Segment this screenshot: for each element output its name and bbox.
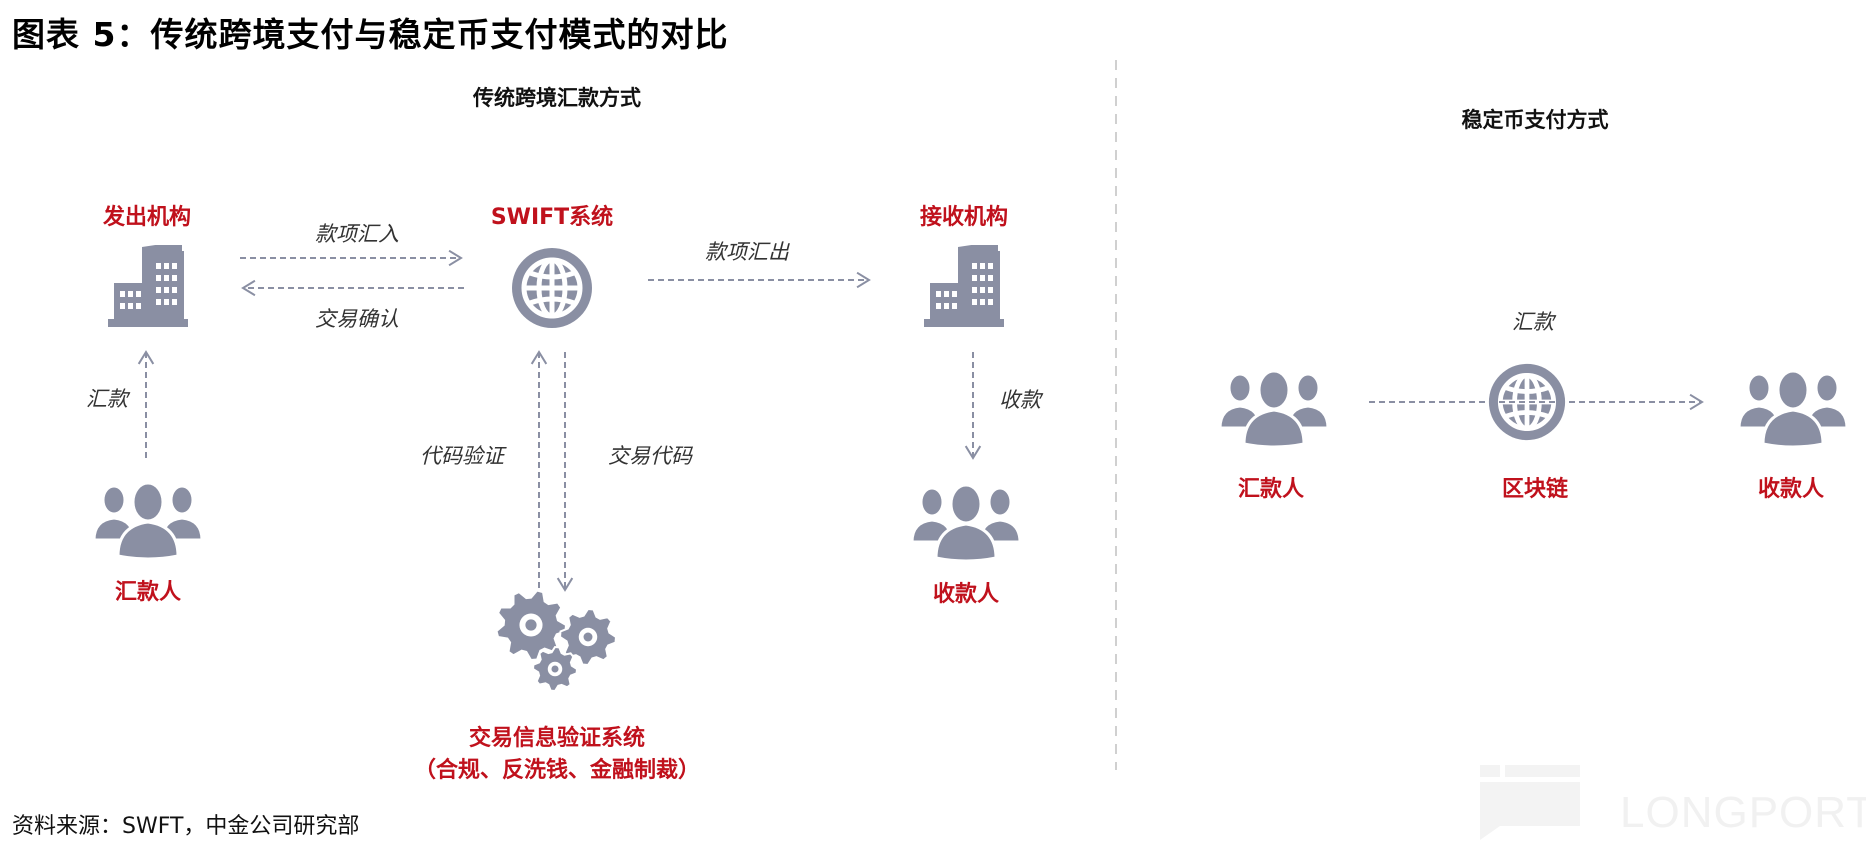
funds-in-label: 款项汇入: [315, 222, 399, 246]
tx-confirm-label: 交易确认: [315, 307, 399, 331]
receiver-institution-building-icon: [924, 245, 1004, 327]
remit-arrow: [137, 350, 155, 458]
stablecoin-heading: 稳定币支付方式: [1461, 108, 1609, 132]
tx-code-arrow: [556, 352, 574, 592]
funds-out-label: 款项汇出: [705, 240, 789, 264]
tx-confirm-arrow: [241, 279, 464, 297]
traditional-heading: 传统跨境汇款方式: [473, 86, 641, 110]
sender-institution-label: 发出机构: [102, 205, 192, 230]
swift-globe-icon: [512, 248, 592, 328]
stablecoin-remit-arrow: [1369, 393, 1704, 411]
payee-people-icon: [912, 483, 1020, 560]
receiver-institution-label: 接收机构: [919, 205, 1009, 230]
code-verify-arrow: [530, 350, 548, 588]
verification-note-label: （合规、反洗钱、金融制裁）: [413, 758, 701, 783]
figure-title: 图表 5：传统跨境支付与稳定币支付模式的对比: [12, 15, 729, 54]
funds-out-arrow: [648, 271, 871, 289]
longport-logo-icon: [1480, 765, 1580, 840]
remit-label: 汇款: [86, 387, 128, 411]
gears-icon: [495, 589, 618, 693]
receive-label: 收款: [999, 388, 1041, 412]
stablecoin-remitter-people-icon: [1220, 369, 1328, 446]
verification-system-label: 交易信息验证系统: [468, 726, 646, 751]
stablecoin-payee-people-icon: [1739, 369, 1847, 446]
watermark: LONGPORT: [1620, 788, 1866, 837]
sender-institution-building-icon: [108, 245, 188, 327]
stablecoin-payee-label: 收款人: [1757, 477, 1825, 502]
funds-in-arrow: [240, 249, 463, 267]
swift-label: SWIFT系统: [490, 205, 614, 230]
stablecoin-remitter-label: 汇款人: [1237, 477, 1305, 502]
blockchain-label: 区块链: [1501, 477, 1569, 502]
remitter-people-icon: [94, 481, 202, 558]
code-verify-label: 代码验证: [420, 444, 504, 468]
remitter-label: 汇款人: [114, 580, 182, 605]
receive-arrow: [964, 352, 982, 460]
tx-code-label: 交易代码: [608, 444, 692, 468]
source-note: 资料来源：SWFT，中金公司研究部: [12, 814, 360, 839]
stablecoin-remit-label: 汇款: [1512, 310, 1554, 334]
payee-label: 收款人: [932, 582, 1000, 607]
